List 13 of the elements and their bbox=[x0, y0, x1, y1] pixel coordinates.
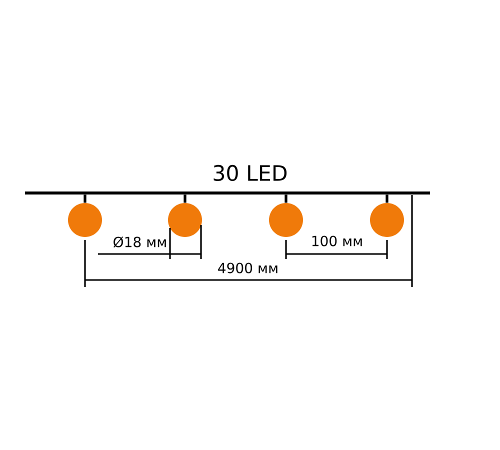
wire-line bbox=[25, 192, 430, 194]
hanger-line bbox=[84, 194, 86, 203]
dimension-label: 4900 мм bbox=[218, 262, 278, 274]
dimension-label: Ø18 мм bbox=[113, 236, 166, 248]
led-bulb bbox=[269, 203, 303, 237]
led-bulb bbox=[68, 203, 102, 237]
led-bulb bbox=[168, 203, 202, 237]
hanger-line bbox=[386, 194, 388, 203]
hanger-line bbox=[284, 194, 288, 203]
hanger-line bbox=[184, 194, 186, 203]
dimension-label: 100 мм bbox=[312, 236, 362, 246]
heading: 30 LED bbox=[214, 164, 287, 182]
led-bulb bbox=[370, 203, 404, 237]
